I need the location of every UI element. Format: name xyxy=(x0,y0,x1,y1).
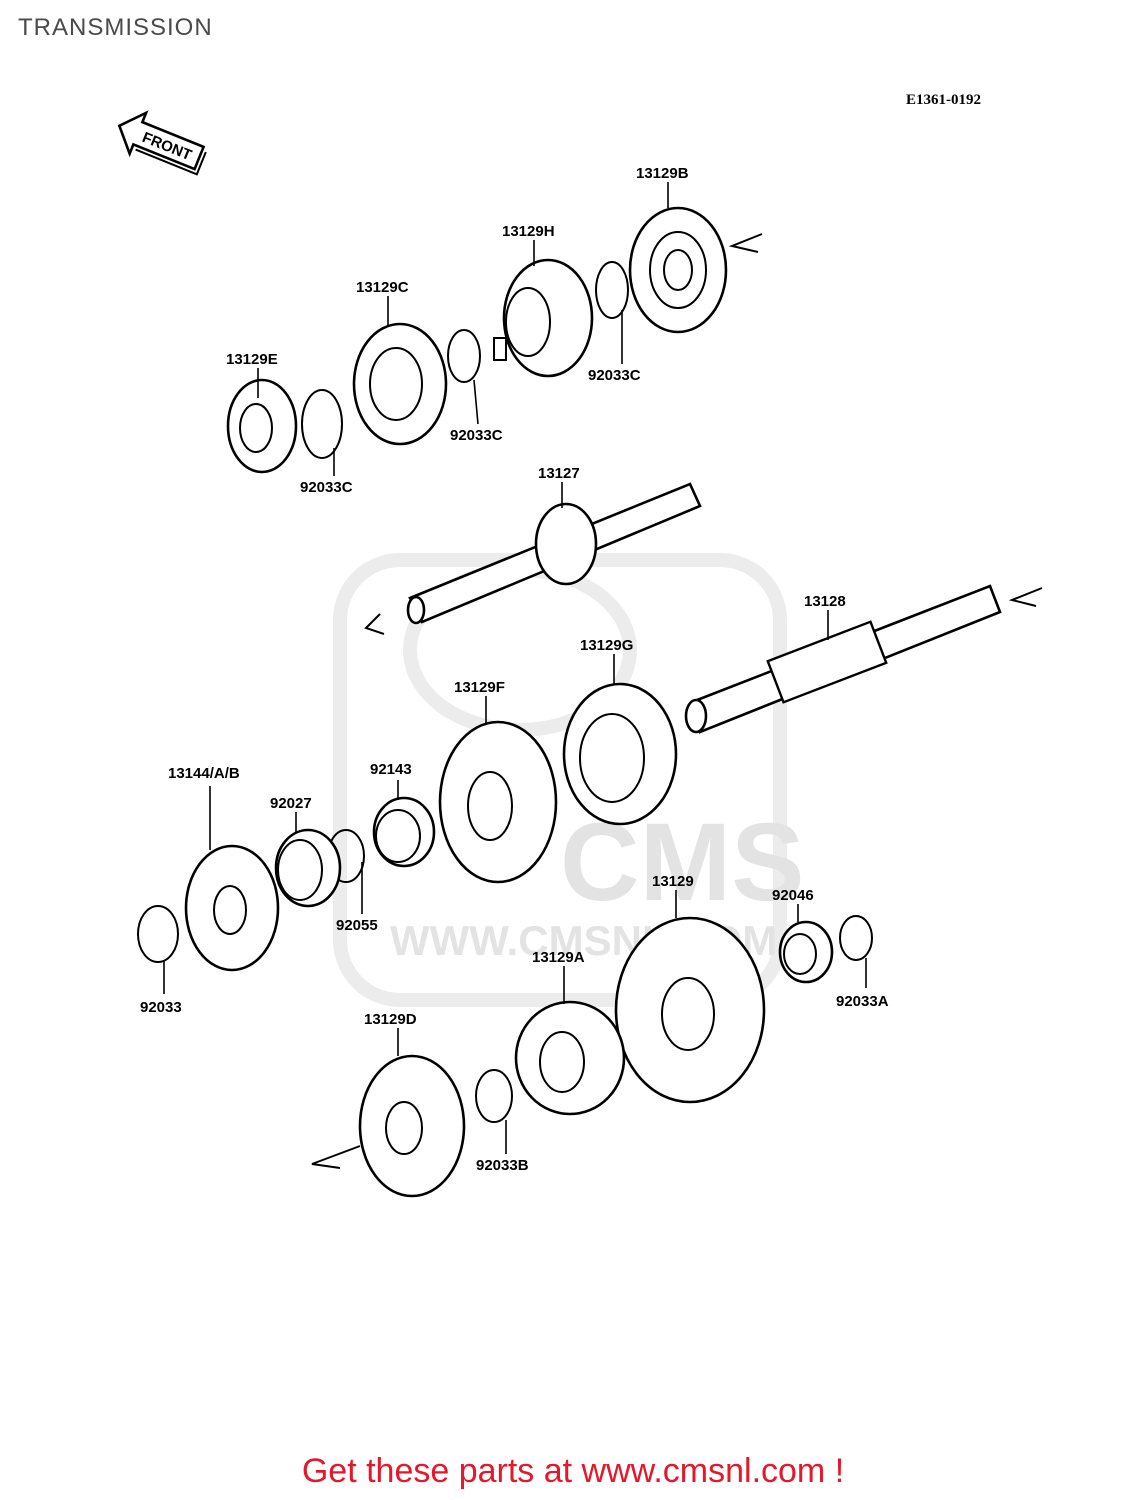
label-13128[interactable]: 13128 xyxy=(804,593,846,610)
gear-13129F[interactable] xyxy=(438,720,558,884)
label-13127[interactable]: 13127 xyxy=(538,465,580,482)
label-92033B[interactable]: 92033B xyxy=(476,1157,529,1174)
collar-92143[interactable] xyxy=(372,796,436,868)
leader-lines xyxy=(163,182,867,1154)
label-13129B[interactable]: 13129B xyxy=(636,165,689,182)
page-title: TRANSMISSION xyxy=(18,14,213,41)
label-13129[interactable]: 13129 xyxy=(652,873,694,890)
circlip-92033A[interactable] xyxy=(839,915,873,961)
gear-13129D[interactable] xyxy=(358,1054,466,1198)
circlip-92033B[interactable] xyxy=(475,1069,513,1123)
promo-link[interactable]: Get these parts at www.cmsnl.com ! xyxy=(301,1452,845,1490)
front-arrow-icon: FRONT xyxy=(117,110,207,176)
label-92055[interactable]: 92055 xyxy=(336,917,378,934)
axis-chevron-icon xyxy=(311,1145,361,1169)
label-13144-A-B[interactable]: 13144/A/B xyxy=(168,765,240,782)
label-92033C-upper[interactable]: 92033C xyxy=(588,367,641,384)
axis-chevron-icon xyxy=(364,613,385,635)
label-92143[interactable]: 92143 xyxy=(370,761,412,778)
circlip-92033C-upper[interactable] xyxy=(595,261,629,319)
label-92033[interactable]: 92033 xyxy=(140,999,182,1016)
bearing-92046[interactable] xyxy=(778,920,834,984)
shaft-13128[interactable] xyxy=(684,584,1002,734)
label-92033A[interactable]: 92033A xyxy=(836,993,889,1010)
label-13129G[interactable]: 13129G xyxy=(580,637,633,654)
label-13129H[interactable]: 13129H xyxy=(502,223,555,240)
gear-13129A[interactable] xyxy=(514,1000,626,1116)
axis-chevron-icon xyxy=(728,233,763,253)
gear-13129C[interactable] xyxy=(352,322,448,446)
part-labels: 13129B 13129H 13129C 13129E 92033C 92033… xyxy=(140,165,889,1174)
gear-13129B[interactable] xyxy=(628,206,728,334)
collar-92027[interactable] xyxy=(274,828,342,908)
label-13129E[interactable]: 13129E xyxy=(226,351,278,368)
label-92033C-middle[interactable]: 92033C xyxy=(450,427,503,444)
label-13129F[interactable]: 13129F xyxy=(454,679,505,696)
label-92046[interactable]: 92046 xyxy=(772,887,814,904)
shaft-13127[interactable] xyxy=(406,482,702,625)
label-13129A[interactable]: 13129A xyxy=(532,949,585,966)
gear-13129G[interactable] xyxy=(562,682,678,826)
label-92027[interactable]: 92027 xyxy=(270,795,312,812)
gear-13129H[interactable] xyxy=(493,258,594,378)
label-92033C-lower[interactable]: 92033C xyxy=(300,479,353,496)
circlip-92033C-middle[interactable] xyxy=(447,329,481,383)
circlip-92033C-lower[interactable] xyxy=(301,389,343,459)
axis-chevron-icon xyxy=(1008,587,1043,607)
circlip-92033[interactable] xyxy=(137,905,179,963)
watermark-brand: CMS xyxy=(560,801,804,924)
sprocket-13144[interactable] xyxy=(184,844,280,972)
label-13129C[interactable]: 13129C xyxy=(356,279,409,296)
gear-13129[interactable] xyxy=(614,916,766,1104)
gear-13129E[interactable] xyxy=(226,378,298,474)
diagram-code: E1361-0192 xyxy=(906,92,981,108)
label-13129D[interactable]: 13129D xyxy=(364,1011,417,1028)
